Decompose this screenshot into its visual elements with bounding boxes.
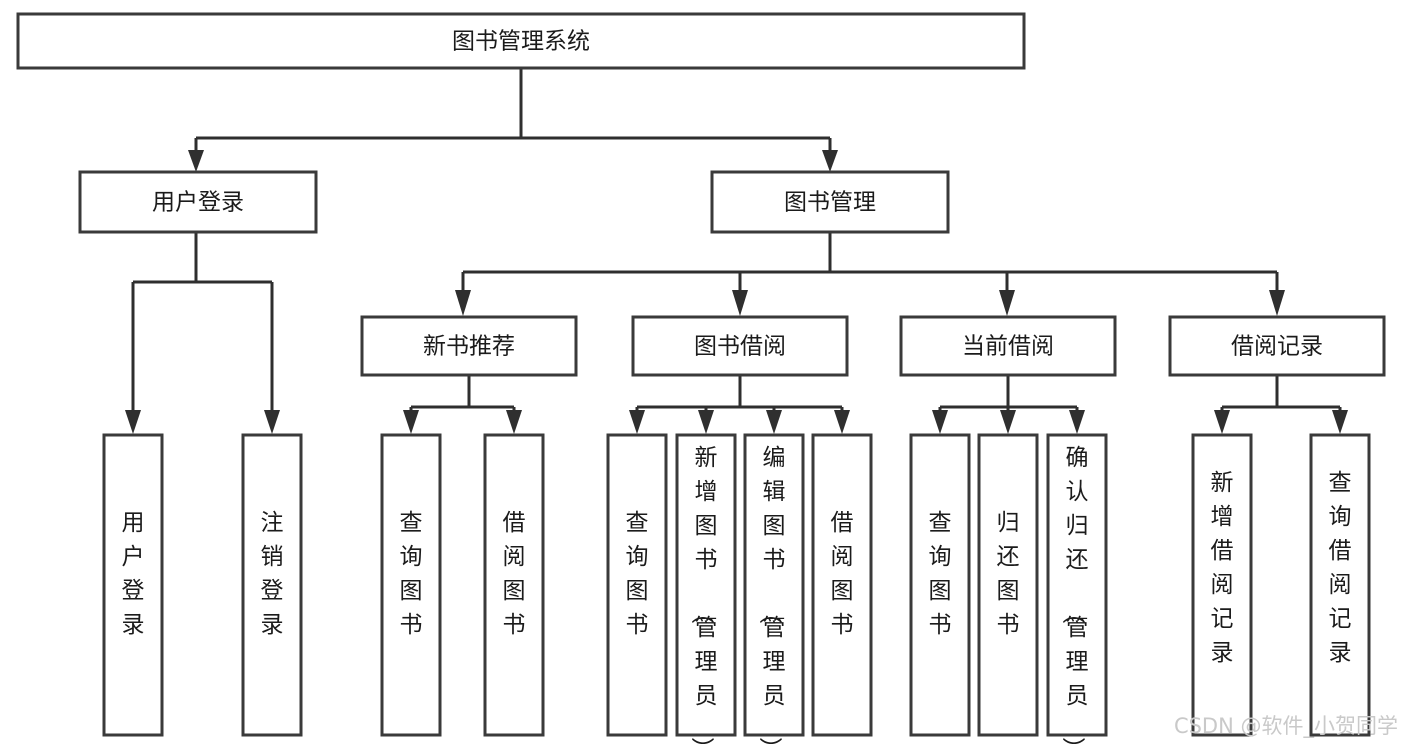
arrow-head-currentborrow-leaf-3 — [1069, 410, 1085, 434]
leaf-user-login-login-label: 用户登录 — [122, 510, 145, 638]
arrow-head-bookborrow-leaf-1 — [629, 410, 645, 434]
watermark-label: CSDN @软件_小贺同学 — [1174, 714, 1398, 739]
connector-layer — [125, 68, 1348, 434]
leaf-bookborrow-add-book[interactable]: 新增图书（管理员） — [675, 433, 737, 747]
arrow-head-bookborrow-leaf-4 — [834, 410, 850, 434]
node-root-label: 图书管理系统 — [452, 29, 590, 55]
arrow-head-newbook-leaf-1 — [403, 410, 419, 434]
leaf-bookborrow-add-book-label: 新增图书（管理员） — [689, 445, 718, 747]
leaf-newbook-query-book[interactable]: 查询图书 — [380, 433, 442, 737]
node-book-borrow-label: 图书借阅 — [694, 334, 786, 360]
node-book-management[interactable]: 图书管理 — [710, 170, 950, 234]
leaf-user-login-login-box[interactable] — [102, 433, 164, 737]
node-current-borrow-box[interactable] — [899, 315, 1117, 377]
arrow-head-borrowrecord-leaf-1 — [1214, 410, 1230, 434]
leaf-newbook-borrow-book[interactable]: 借阅图书 — [483, 433, 545, 737]
leaf-currentborrow-confirm-return[interactable]: 确认归还（管理员） — [1046, 433, 1108, 747]
node-book-management-label: 图书管理 — [784, 190, 876, 216]
leaf-currentborrow-query-book-label: 查询图书 — [929, 510, 952, 638]
leaf-currentborrow-return-book-label: 归还图书 — [997, 510, 1020, 638]
leaf-borrowrecord-query-record-box[interactable] — [1309, 433, 1371, 737]
leaf-user-login-logout-label: 注销登录 — [261, 510, 284, 638]
leaf-currentborrow-query-book[interactable]: 查询图书 — [909, 433, 971, 737]
leaf-bookborrow-query-book-box[interactable] — [606, 433, 668, 737]
arrow-head-leaf-user-login — [125, 410, 141, 434]
arrow-head-book-borrow — [732, 290, 748, 316]
node-user-login-label: 用户登录 — [152, 190, 244, 216]
leaf-newbook-query-book-box[interactable] — [380, 433, 442, 737]
leaf-borrowrecord-add-record[interactable]: 新增借阅记录 — [1191, 433, 1253, 737]
node-borrow-record[interactable]: 借阅记录 — [1168, 315, 1386, 377]
node-current-borrow[interactable]: 当前借阅 — [899, 315, 1117, 377]
arrow-head-currentborrow-leaf-2 — [1000, 410, 1016, 434]
node-root-system[interactable]: 图书管理系统 — [16, 12, 1026, 70]
leaf-bookborrow-borrow-book-box[interactable] — [811, 433, 873, 737]
leaf-borrowrecord-query-record[interactable]: 查询借阅记录 — [1309, 433, 1371, 737]
leaf-newbook-borrow-book-box[interactable] — [483, 433, 545, 737]
leaf-user-login-logout-box[interactable] — [241, 433, 303, 737]
node-book-management-box[interactable] — [710, 170, 950, 234]
arrow-head-borrowrecord-leaf-2 — [1332, 410, 1348, 434]
arrow-head-currentborrow-leaf-1 — [932, 410, 948, 434]
arrow-head-borrow-record — [1269, 290, 1285, 316]
leaf-bookborrow-edit-book-box[interactable] — [743, 433, 805, 737]
arrow-head-current-borrow — [999, 290, 1015, 316]
leaf-currentborrow-return-book[interactable]: 归还图书 — [977, 433, 1039, 737]
node-user-login-box[interactable] — [78, 170, 318, 234]
node-new-book-recommend[interactable]: 新书推荐 — [360, 315, 578, 377]
node-user-login[interactable]: 用户登录 — [78, 170, 318, 234]
arrow-head-leaf-logout — [264, 410, 280, 434]
leaf-user-login-logout[interactable]: 注销登录 — [241, 433, 303, 737]
leaf-bookborrow-borrow-book[interactable]: 借阅图书 — [811, 433, 873, 737]
leaf-currentborrow-query-book-box[interactable] — [909, 433, 971, 737]
leaf-borrowrecord-add-record-box[interactable] — [1191, 433, 1253, 737]
leaf-borrowrecord-add-record-label: 新增借阅记录 — [1211, 470, 1234, 666]
node-borrow-record-box[interactable] — [1168, 315, 1386, 377]
leaf-borrowrecord-query-record-label: 查询借阅记录 — [1329, 470, 1352, 666]
arrow-head-user-login — [188, 150, 204, 172]
arrow-head-bookborrow-leaf-2 — [698, 410, 714, 434]
node-new-book-recommend-box[interactable] — [360, 315, 578, 377]
arrow-head-bookborrow-leaf-3 — [766, 410, 782, 434]
leaf-bookborrow-add-book-box[interactable] — [675, 433, 737, 737]
leaf-currentborrow-return-book-box[interactable] — [977, 433, 1039, 737]
leaf-newbook-borrow-book-label: 借阅图书 — [503, 510, 526, 638]
node-borrow-record-label: 借阅记录 — [1231, 334, 1323, 360]
leaf-bookborrow-query-book-label: 查询图书 — [626, 510, 649, 638]
leaf-bookborrow-query-book[interactable]: 查询图书 — [606, 433, 668, 737]
leaf-user-login-login[interactable]: 用户登录 — [102, 433, 164, 737]
node-root-box[interactable] — [16, 12, 1026, 70]
leaf-currentborrow-confirm-return-box[interactable] — [1046, 433, 1108, 737]
arrow-head-new-book — [455, 290, 471, 316]
leaf-bookborrow-borrow-book-label: 借阅图书 — [831, 510, 854, 638]
arrow-head-book-mgmt — [822, 150, 838, 172]
leaf-bookborrow-edit-book-label: 编辑图书（管理员） — [757, 445, 786, 747]
leaf-newbook-query-book-label: 查询图书 — [400, 510, 423, 638]
leaf-currentborrow-confirm-return-label: 确认归还（管理员） — [1060, 445, 1089, 747]
node-book-borrow-box[interactable] — [631, 315, 849, 377]
node-new-book-recommend-label: 新书推荐 — [423, 334, 515, 360]
node-book-borrow[interactable]: 图书借阅 — [631, 315, 849, 377]
node-current-borrow-label: 当前借阅 — [962, 334, 1054, 360]
arrow-head-newbook-leaf-2 — [506, 410, 522, 434]
leaf-bookborrow-edit-book[interactable]: 编辑图书（管理员） — [743, 433, 805, 747]
